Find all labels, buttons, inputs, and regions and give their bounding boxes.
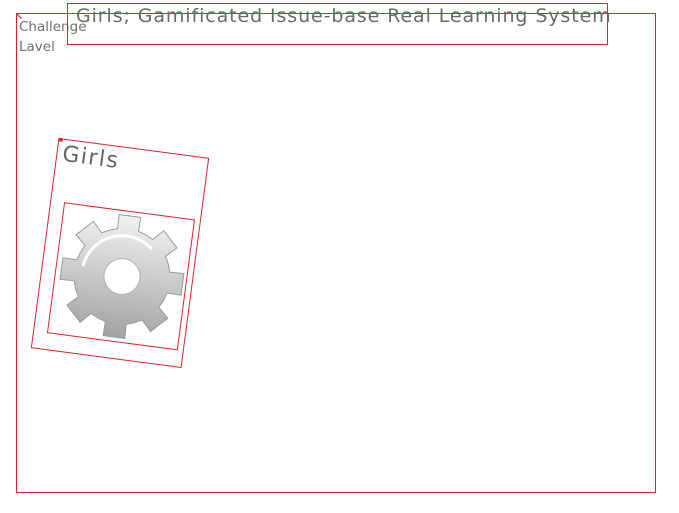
card-label: Girls <box>60 141 121 175</box>
icon-box <box>46 202 196 351</box>
gear-icon[interactable] <box>48 202 196 350</box>
challenge-level-label: Challenge Lavel <box>19 19 87 55</box>
card-corner-icon <box>58 137 63 142</box>
title-box: Girls; Gamificated Issue-base Real Learn… <box>67 3 611 45</box>
main-frame <box>16 13 656 493</box>
girls-card-wrapper: Girls <box>30 137 210 369</box>
app-title: Girls; Gamificated Issue-base Real Learn… <box>76 5 612 27</box>
girls-card[interactable]: Girls <box>30 137 210 369</box>
resize-handle-icon[interactable] <box>16 13 22 19</box>
